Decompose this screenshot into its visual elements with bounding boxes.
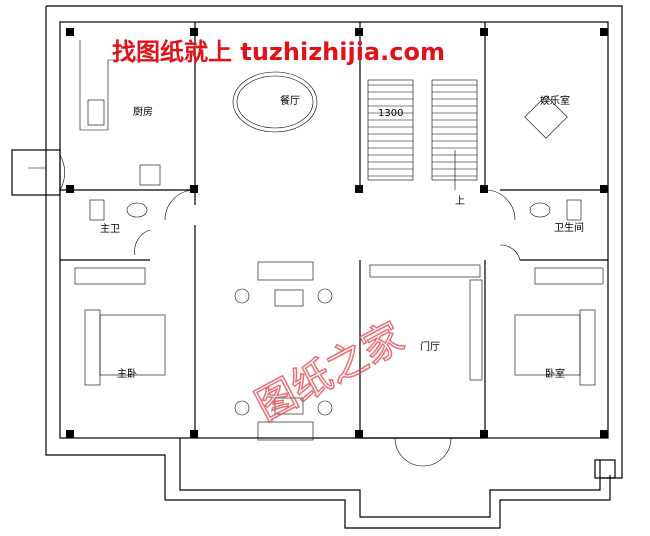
watermark-top: 找图纸就上 tuzhizhijia.com [112,38,445,66]
watermark-center: 图纸之家 [248,314,411,430]
doors [59,154,521,467]
side-entrance [11,149,61,196]
beds [84,309,596,386]
staircase [367,79,478,190]
label-bathroom: 卫生间 [554,221,584,234]
game-table [524,95,568,139]
living-seating [234,261,333,441]
interior-walls [60,22,608,439]
label-master-bedroom: 主卧 [117,367,137,380]
label-stair-up: 上 [455,195,465,207]
outer-walls [45,5,623,529]
bathroom-fixtures [89,199,582,221]
label-entertainment: 娱乐室 [540,94,570,107]
label-dimension: 1300 [378,108,403,119]
kitchen-counter [79,40,185,186]
wardrobes [74,264,604,381]
columns [66,28,608,438]
label-bedroom: 卧室 [545,367,565,380]
label-dining: 餐厅 [280,94,300,107]
label-master-bath: 主卫 [100,223,120,235]
dining-table [232,71,318,133]
label-foyer: 门厅 [420,340,440,353]
label-kitchen: 厨房 [133,105,153,118]
